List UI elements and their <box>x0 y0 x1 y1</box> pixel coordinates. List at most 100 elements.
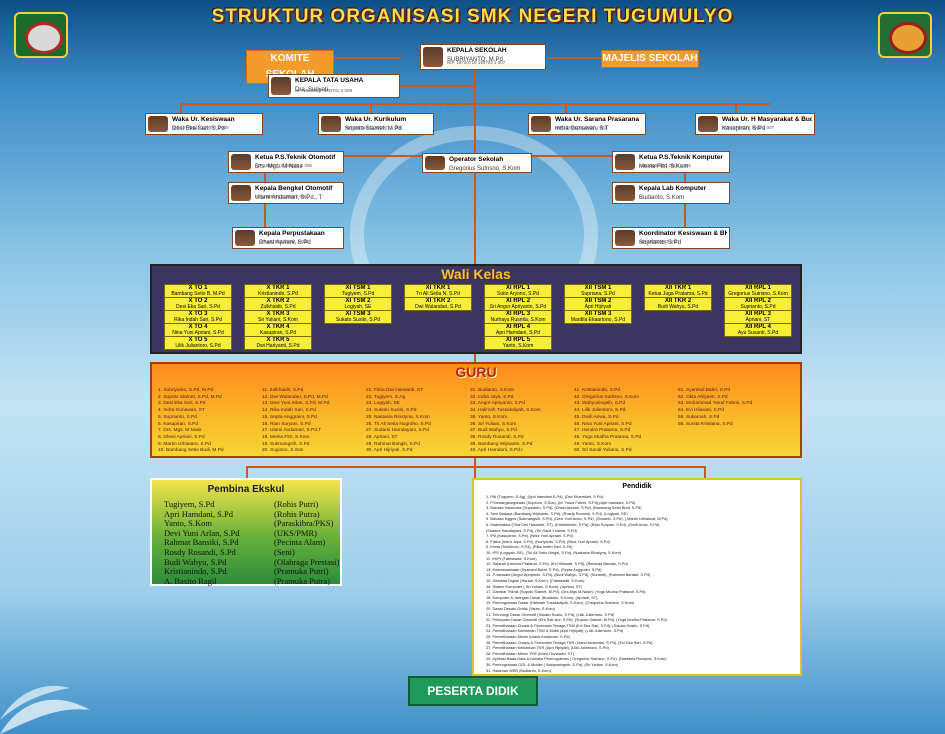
guru-item: 45. Dwifi Ariwa, S.Pd <box>574 414 619 420</box>
class-name: X TO 3 <box>188 311 208 317</box>
connector-line <box>565 103 567 115</box>
guru-item: 35. Yanto, S.Kom <box>470 414 508 420</box>
role-label: Kepala Bengkel Otomotif <box>255 185 333 192</box>
guru-item: 50. Sri Sandi Yuliana, S.Pd <box>574 448 632 454</box>
class-name: XII RPL 1 <box>745 285 771 291</box>
operator-sekolah-card: Operator Sekolah Gregorius Sutrisno, S.K… <box>422 153 532 173</box>
guru-item: 37. Budi Wahyu, S.Pd <box>470 428 517 434</box>
role-label: Koordinator Kesiswaan & BK <box>639 230 727 237</box>
guru-item: 12. Dwi Wulandari, S.Pd, M.Pd <box>262 394 328 400</box>
nip-number: NIP.19701021 200007 1 006 <box>345 125 402 130</box>
ekskul-name: (Rohis Putra) <box>274 508 320 519</box>
role-label: Operator Sekolah <box>449 156 504 163</box>
photo-kepala-sekolah <box>423 47 443 67</box>
guru-item: 55. Sukamah, S.Pd <box>678 414 720 420</box>
guru-item: 48. Yoga Mudha Pratama, S.Pd <box>574 434 642 440</box>
guru-item: 32. Indra Jaya, S.Pd <box>470 394 514 400</box>
role-label: Ketua P.S.Teknik Otomotif <box>255 154 336 161</box>
guru-item: 29. Rahmat Bangki, S.Pd <box>366 441 420 447</box>
kepala-lab-komputer-card: Kepala Lab Komputer Budianto, S.Kom <box>612 182 730 204</box>
class-teacher-name: Mardila Ekaartono, S.Pd <box>570 317 626 323</box>
ekskul-name: (Pramuka Putri) <box>274 566 329 577</box>
photo-staff <box>231 154 251 170</box>
kepala-perpustakaan-card: Kepala Perpustakaan Dhesi Apriani, S.Pd … <box>232 227 344 249</box>
role-label: Kepala Perpustakaan <box>259 230 325 237</box>
class-name: XI RPL 3 <box>505 311 531 317</box>
class-name: XII TSM 3 <box>584 311 612 317</box>
pendidik-subject-line: 17. Gambar Teknik (Supoto Slamet, M.Pd),… <box>486 589 646 595</box>
class-name: X TKR 2 <box>266 298 290 304</box>
class-name: X TO 2 <box>188 298 208 304</box>
pembina-name: Apri Hamdani, S.Pd <box>164 508 233 519</box>
pembina-row: Rahmat Bansiki, S.Pd(Pecinta Alam) <box>164 537 325 548</box>
guru-item: 23. Logiyah, SE <box>366 401 400 407</box>
photo-staff <box>615 154 635 170</box>
guru-item: 13. Devi Yuni Arlan, S.Pd, M.Pd <box>262 401 330 407</box>
class-name: X TO 1 <box>188 285 208 291</box>
pembina-name: Yanto, S.Kom <box>164 518 213 529</box>
person-name: Meiria Fitri, S.Kom <box>639 164 689 170</box>
ekskul-name: (Olahraga Prestasi) <box>274 556 340 567</box>
guru-item: 38. Rosdy Rosandi, S.Pd <box>470 434 524 440</box>
photo-tata-usaha <box>271 77 291 95</box>
class-teacher-name: Nurhayu Rusnita, S.Kom <box>490 317 546 323</box>
class-teacher-name: Supriana, S.Pd <box>581 291 615 297</box>
person-name: Kasupiran, S.Pd <box>722 126 766 132</box>
pembina-row: A. Basito Ragil(Pramuka Putra) <box>164 575 330 587</box>
class-name: X TKR 4 <box>266 324 290 330</box>
class-name: X TO 4 <box>188 324 208 330</box>
nip-number: NIP.197904 20051 2 006 <box>259 239 309 244</box>
role-label: Waka Ur. Sarana Prasarana <box>555 116 639 123</box>
guru-item: 11. Zulkhaidir, S.Pd <box>262 388 304 393</box>
pembina-name: A. Basito Ragil <box>164 575 217 586</box>
nip-number: NIP.19790611 200007 2 009 <box>172 125 229 130</box>
guru-item: 53. Muhammad Yusuf Fahmi, S.Pd <box>678 401 753 407</box>
class-teacher-name: Tugiyem, S.Pd <box>341 291 375 297</box>
class-teacher-name: Nina Yuni Apriani, S.Pd <box>172 330 224 336</box>
connector-line <box>735 103 737 115</box>
pendidik-subject-line: 3. Bahasa Indonesia (Suprianto, S.Pd), (… <box>486 505 642 511</box>
class-teacher-name: Zulkhaidir, S.Pd <box>260 304 296 310</box>
photo-waka <box>321 116 341 132</box>
guru-item: 25. Nastasia Riostyna, S.Kom <box>366 414 430 420</box>
role-label: Waka Ur. Kesiswaan <box>172 116 235 123</box>
guru-item: 43. Wahyuningsih, S.Pd <box>574 401 626 407</box>
guru-item: 10. Bambang Setio Budi, M.Pd <box>158 448 224 454</box>
class-teacher-name: Dwi Wulandari, S.Pd <box>415 304 461 310</box>
pembina-name: Rahmat Bansiki, S.Pd <box>164 537 239 548</box>
pendidik-subject-line: 10. IPS (Logiyah, SE), (Tiri Ali Setio N… <box>486 550 621 555</box>
guru-item: 27. Sudami Hamdayani, S.Pd <box>366 428 429 434</box>
ekskul-name: (Rohis Putri) <box>274 499 319 509</box>
pembina-row: Rosdy Rosandi, S.Pd(Seni) <box>164 547 295 558</box>
pendidik-subject-line: 31. Halaman WEB (Budianto, S.Kom) <box>486 667 551 673</box>
koordinator-bk-card: Koordinator Kesiswaan & BK Suprianto, S.… <box>612 227 730 249</box>
person-name: Dra. Suriyati <box>295 87 329 93</box>
guru-item: 3. Desi Eka Sari, S.Pd <box>158 401 206 407</box>
majelis-sekolah-label: MAJELIS SEKOLAH <box>601 50 699 68</box>
class-teacher-name: Kasupiran, S.Pd <box>259 330 297 336</box>
nip-number: NIP.19660527 200701 2 009 <box>295 88 352 93</box>
pendidik-subject-line: 2. P.Kewarganegaraan (Supiono, S.Sos), (… <box>486 499 636 505</box>
pendidik-subject-line: 12. Sejarah (Hendra Pratama, S.Pd), (Evi… <box>486 561 628 567</box>
class-name: XI RPL 1 <box>505 285 531 291</box>
pendidik-subject-line: 22. Pekerjaan Dasar Otomotif (Drs Sak Nu… <box>486 617 667 623</box>
left-emblem-logo <box>14 12 68 58</box>
guru-item: 47. Hendra Pratama, S.Pd <box>574 428 631 434</box>
guru-item: 26. Tri Ali Setia Nugroho, S.Pd <box>366 421 431 427</box>
pendidik-subject-line: 26. Pemeliharaan Chasis & Pemindah Tenag… <box>486 639 653 645</box>
guru-item: 54. Evi Hilawati, S.Pd <box>678 408 724 414</box>
pembina-row: Devi Yuni Arlan, S.Pd(UKS/PMR) <box>164 528 317 539</box>
nip-number: NIP.19860714 2010 2 006 <box>255 194 307 199</box>
